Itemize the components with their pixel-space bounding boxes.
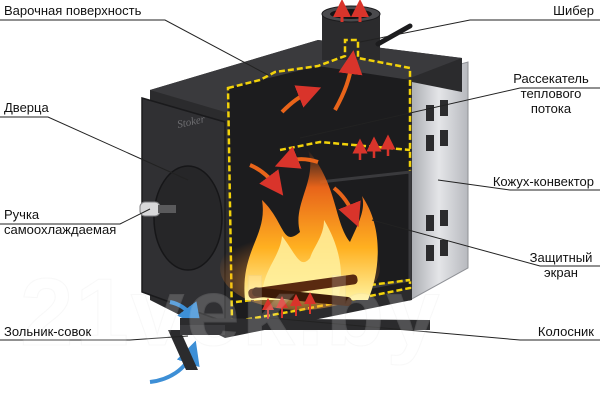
label-casing-convector: Кожух-конвектор — [492, 174, 594, 189]
fire — [220, 150, 380, 310]
leader-door — [0, 116, 189, 181]
label-grate: Колосник — [537, 324, 594, 339]
leader-screen — [371, 219, 600, 267]
stove-base — [168, 318, 430, 370]
label-deflector-line2: теплового — [520, 86, 582, 101]
leader-damper — [359, 19, 600, 43]
leader-deflector — [299, 87, 600, 139]
brand-logo: Stoker — [176, 113, 207, 131]
label-ash-pan: Зольник-совок — [4, 324, 92, 339]
label-deflector-line1: Рассекатель — [513, 71, 589, 86]
label-handle: Ручка самоохлаждаемая — [4, 207, 116, 237]
cold-air-arrow-inner — [169, 300, 202, 328]
label-damper: Шибер — [553, 3, 594, 18]
protective-screen — [319, 170, 412, 294]
label-screen-line2: экран — [544, 265, 578, 280]
label-handle-line2: самоохлаждаемая — [4, 222, 117, 237]
air-flow-arrows — [149, 0, 396, 384]
leader-ash-pan — [0, 335, 189, 341]
door-round-panel — [153, 165, 223, 271]
leader-cooking-surface — [0, 19, 269, 76]
leader-lines — [0, 19, 600, 341]
label-screen-line1: Защитный — [529, 250, 593, 265]
label-handle-line1: Ручка — [4, 207, 40, 222]
leader-handle — [0, 208, 151, 225]
convector-casing — [409, 61, 469, 301]
label-cooking-surface: Варочная поверхность — [4, 3, 142, 18]
label-deflector: Рассекатель теплового потока — [508, 71, 594, 116]
leader-grate — [269, 317, 600, 341]
label-deflector-line3: потока — [530, 101, 572, 116]
leader-casing — [437, 179, 600, 191]
label-door: Дверца — [4, 100, 49, 115]
ash-pan — [180, 325, 225, 335]
label-protective-screen: Защитный экран — [528, 250, 594, 280]
